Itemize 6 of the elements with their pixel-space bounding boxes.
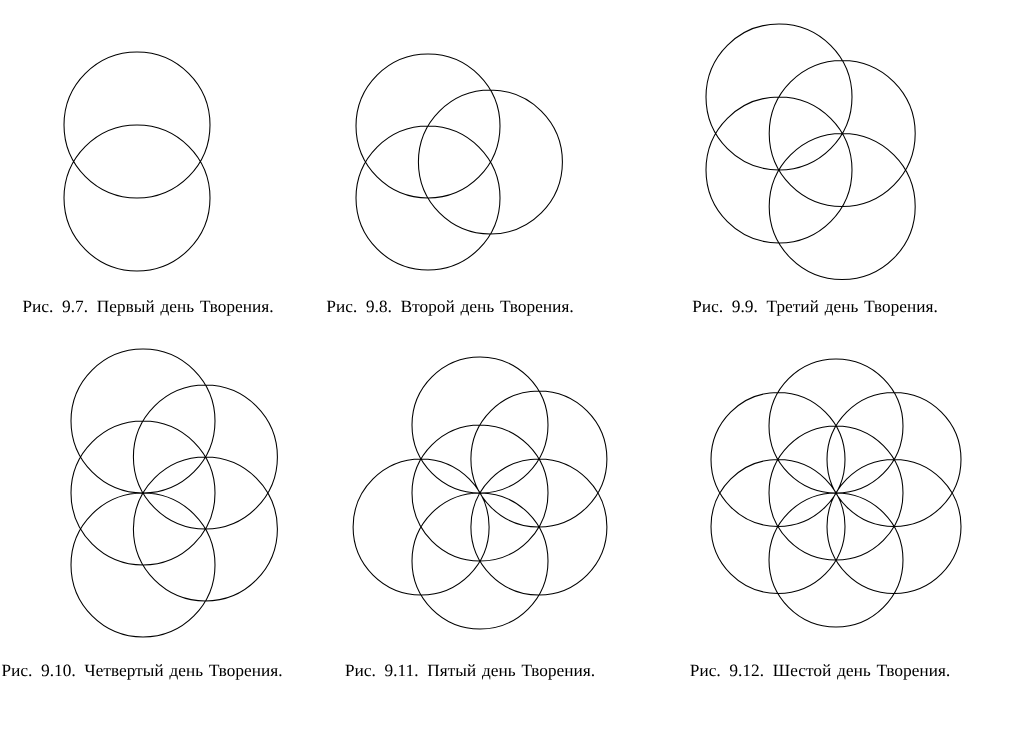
figure-caption: Рис. 9.12. Шестой день Творения.: [690, 664, 950, 680]
figure-caption: Рис. 9.9. Третий день Творения.: [692, 300, 937, 316]
figure-caption: Рис. 9.7. Первый день Творения.: [22, 300, 273, 316]
figure-caption: Рис. 9.11. Пятый день Творения.: [345, 664, 594, 680]
figure-caption: Рис. 9.10. Четвертый день Творения.: [1, 664, 282, 680]
figure-caption: Рис. 9.8. Второй день Творения.: [326, 300, 573, 316]
